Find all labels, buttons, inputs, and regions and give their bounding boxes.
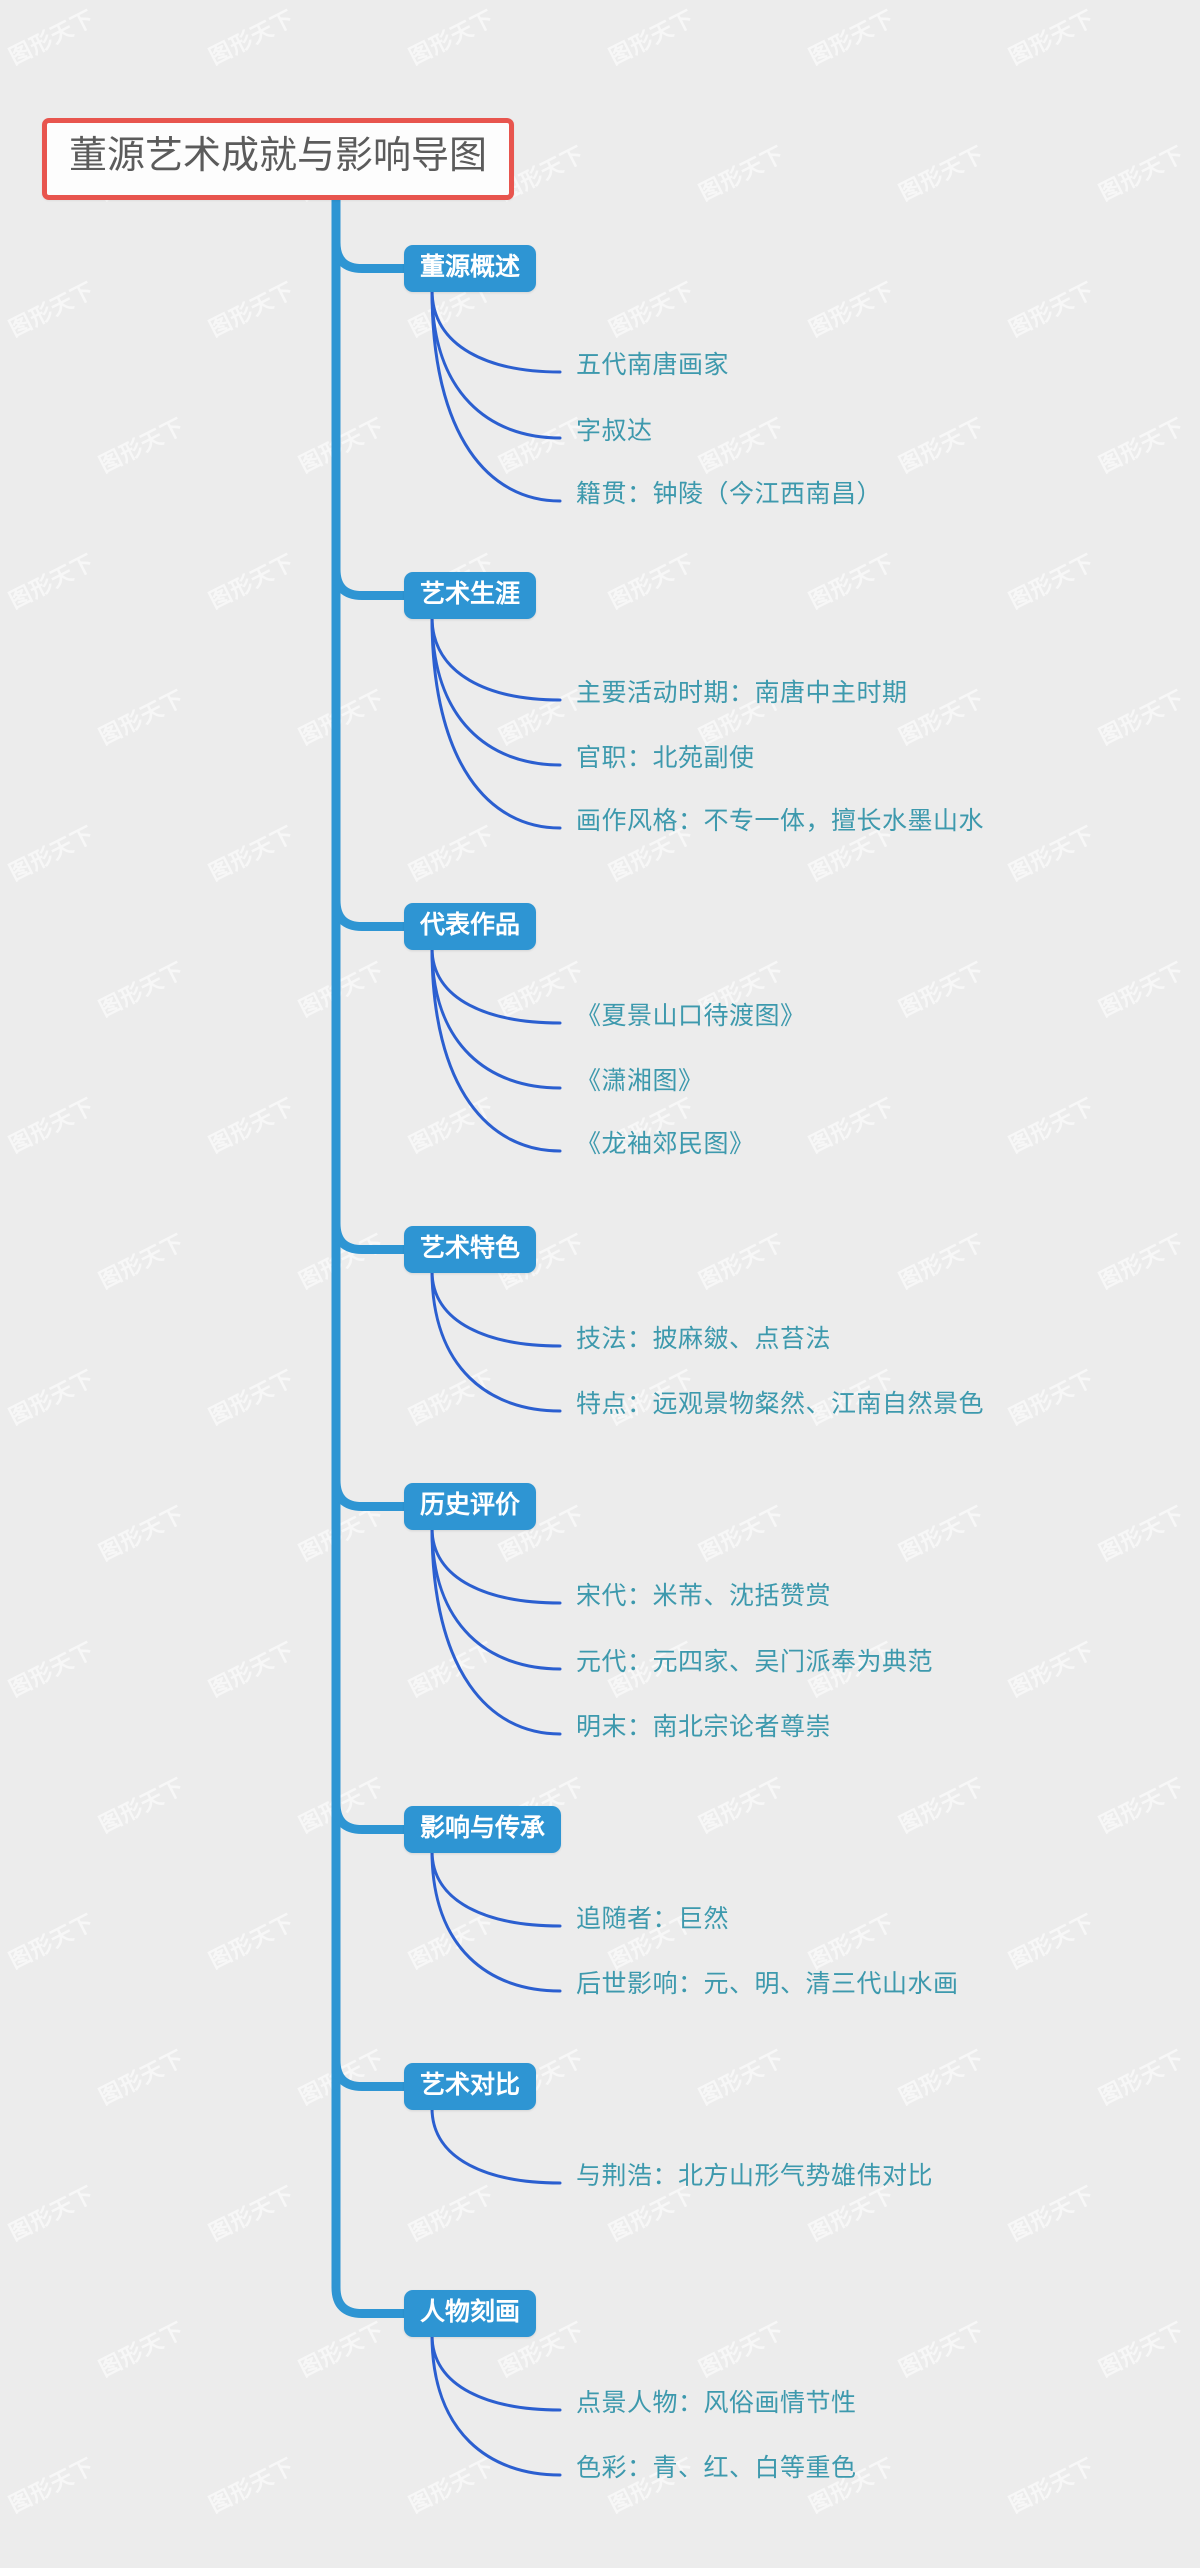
branch-node-8[interactable]: 人物刻画 (404, 2290, 537, 2337)
leaf-node[interactable]: 点景人物：风俗画情节性 (576, 2389, 857, 2418)
leaf-node[interactable]: 宋代：米芾、沈括赞赏 (576, 1582, 832, 1611)
leaf-node-label: 后世影响：元、明、清三代山水画 (576, 1970, 959, 1998)
leaf-connector-2-3 (430, 615, 562, 830)
branch-connector-6 (331, 1803, 406, 1834)
leaf-node[interactable]: 官职：北苑副使 (576, 744, 755, 773)
leaf-node[interactable]: 特点：远观景物粲然、江南自然景色 (576, 1390, 985, 1419)
root-node[interactable]: 董源艺术成就与影响导图 (42, 118, 515, 200)
branch-node-label: 董源概述 (420, 253, 521, 281)
branch-connector-5 (331, 1480, 406, 1511)
leaf-connector-7-1 (430, 2106, 562, 2185)
leaf-connector-6-2 (430, 1849, 562, 1993)
branch-node-label: 艺术生涯 (420, 580, 521, 608)
leaf-node-label: 主要活动时期：南唐中主时期 (576, 679, 908, 707)
branch-node-label: 人物刻画 (420, 2298, 521, 2326)
leaf-node[interactable]: 元代：元四家、吴门派奉为典范 (576, 1648, 934, 1677)
leaf-connector-5-1 (430, 1526, 562, 1605)
leaf-node[interactable]: 明末：南北宗论者尊崇 (576, 1713, 832, 1742)
leaf-node[interactable]: 五代南唐画家 (576, 351, 730, 380)
leaf-node[interactable]: 籍贯：钟陵（今江西南昌） (576, 480, 883, 509)
branch-connector-4 (331, 1223, 406, 1254)
leaf-connector-2-1 (430, 615, 562, 702)
leaf-node-label: 五代南唐画家 (576, 351, 730, 379)
branch-connector-3 (331, 900, 406, 931)
leaf-node[interactable]: 追随者：巨然 (576, 1905, 730, 1934)
branch-connector-7 (331, 2060, 406, 2091)
leaf-connector-8-2 (430, 2333, 562, 2477)
leaf-node[interactable]: 《夏景山口待渡图》 (576, 1002, 806, 1031)
branch-node-7[interactable]: 艺术对比 (404, 2063, 537, 2110)
leaf-node-label: 字叔达 (576, 417, 653, 445)
branch-node-5[interactable]: 历史评价 (404, 1483, 537, 1530)
leaf-node-label: 《龙袖郊民图》 (576, 1130, 755, 1158)
leaf-node[interactable]: 《龙袖郊民图》 (576, 1130, 755, 1159)
leaf-node-label: 点景人物：风俗画情节性 (576, 2389, 857, 2417)
leaf-node[interactable]: 《潇湘图》 (576, 1067, 704, 1096)
leaf-node-label: 官职：北苑副使 (576, 744, 755, 772)
leaf-connector-4-1 (430, 1269, 562, 1348)
leaf-node-label: 籍贯：钟陵（今江西南昌） (576, 480, 883, 508)
leaf-node-label: 宋代：米芾、沈括赞赏 (576, 1582, 832, 1610)
leaf-node-label: 追随者：巨然 (576, 1905, 730, 1933)
leaf-node[interactable]: 技法：披麻皴、点苔法 (576, 1325, 832, 1354)
branch-node-4[interactable]: 艺术特色 (404, 1226, 537, 1273)
leaf-node-label: 明末：南北宗论者尊崇 (576, 1713, 832, 1741)
leaf-node[interactable]: 色彩：青、红、白等重色 (576, 2454, 857, 2483)
leaf-connector-5-3 (430, 1526, 562, 1736)
branch-node-label: 代表作品 (420, 911, 521, 939)
leaf-connector-8-1 (430, 2333, 562, 2412)
branch-connector-2 (331, 569, 406, 600)
leaf-connector-3-1 (430, 946, 562, 1025)
branch-node-2[interactable]: 艺术生涯 (404, 572, 537, 619)
leaf-node-label: 技法：披麻皴、点苔法 (576, 1325, 832, 1353)
leaf-connector-1-3 (430, 288, 562, 503)
leaf-node[interactable]: 与荆浩：北方山形气势雄伟对比 (576, 2162, 934, 2191)
leaf-node-label: 画作风格：不专一体，擅长水墨山水 (576, 807, 985, 835)
branch-node-1[interactable]: 董源概述 (404, 245, 537, 292)
leaf-connector-4-2 (430, 1269, 562, 1413)
branch-node-3[interactable]: 代表作品 (404, 903, 537, 950)
leaf-node-label: 色彩：青、红、白等重色 (576, 2454, 857, 2482)
branch-node-label: 艺术特色 (420, 1234, 521, 1262)
branch-connector-8 (331, 2287, 406, 2318)
branch-node-label: 艺术对比 (420, 2071, 521, 2099)
branch-node-6[interactable]: 影响与传承 (404, 1806, 562, 1853)
leaf-connector-1-1 (430, 288, 562, 374)
leaf-node[interactable]: 后世影响：元、明、清三代山水画 (576, 1970, 959, 1999)
leaf-node[interactable]: 字叔达 (576, 417, 653, 446)
branch-node-label: 历史评价 (420, 1491, 521, 1519)
leaf-node-label: 《潇湘图》 (576, 1067, 704, 1095)
leaf-node[interactable]: 画作风格：不专一体，擅长水墨山水 (576, 807, 985, 836)
leaf-connector-3-3 (430, 946, 562, 1153)
leaf-node-label: 《夏景山口待渡图》 (576, 1002, 806, 1030)
leaf-node-label: 特点：远观景物粲然、江南自然景色 (576, 1390, 985, 1418)
leaf-connector-6-1 (430, 1849, 562, 1928)
leaf-node[interactable]: 主要活动时期：南唐中主时期 (576, 679, 908, 708)
branch-node-label: 影响与传承 (420, 1814, 546, 1842)
branch-connector-1 (331, 242, 406, 273)
root-title: 董源艺术成就与影响导图 (69, 135, 488, 177)
leaf-node-label: 与荆浩：北方山形气势雄伟对比 (576, 2162, 934, 2190)
leaf-node-label: 元代：元四家、吴门派奉为典范 (576, 1648, 934, 1676)
